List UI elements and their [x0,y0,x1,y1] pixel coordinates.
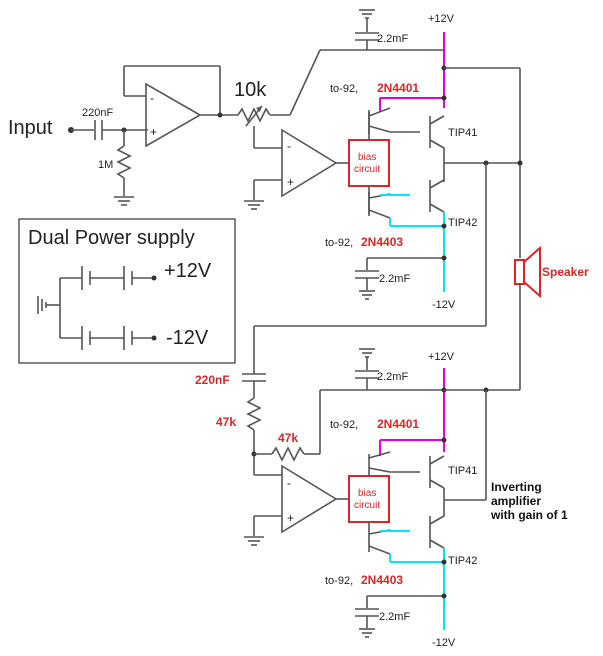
supply-plus12: +12V [164,260,212,282]
bias-circuit-top [348,139,390,187]
supply-minus12: -12V [166,327,209,349]
to92-label: to-92, [330,83,358,95]
plus12-bot: +12V [428,351,455,363]
power-supply-title: Dual Power supply [28,227,195,249]
npn-2n4401-label: 2N4401 [377,81,419,95]
tip41-label: TIP41 [448,465,477,477]
tip41-label: TIP41 [448,127,477,139]
bias-label: circuit [354,164,380,175]
bias-label: bias [358,488,376,499]
input-label: Input [8,117,53,139]
plus12-top: +12V [428,13,455,25]
speaker-label: Speaker [542,265,589,279]
cap-220nf-label: 220nF [195,373,230,387]
opamp-plus: + [287,511,294,525]
resistor-1m-label: 1M [98,159,113,171]
bias-label: bias [358,152,376,163]
opamp-minus: - [150,91,154,105]
minus12-top: -12V [432,299,456,311]
pnp-2n4403-label: 2N4403 [361,235,403,249]
input-cap-label: 220nF [82,107,113,119]
to92-label: to-92, [330,419,358,431]
pot-10k-label: 10k [234,79,267,101]
potentiometer-10k [237,107,271,123]
to92-label: to-92, [325,575,353,587]
bottom-power-stage: 220nF 47k 47k 2.2mF +12V - + [195,348,568,649]
dual-power-supply: Dual Power supply +12V -12V [18,218,236,364]
input-stage: Input 220nF 1M - + 10k [8,49,444,206]
speaker-symbol: Speaker [253,163,589,390]
cap-2-2mf-top-a: 2.2mF [377,33,408,45]
resistor-47k-input [246,397,262,431]
opamp-minus: - [287,139,291,153]
opamp-plus: + [287,175,294,189]
tip42-label: TIP42 [448,217,477,229]
resistor-1m [116,145,132,179]
npn-2n4401-label: 2N4401 [377,417,419,431]
cap-2-2mf-bot-a: 2.2mF [377,371,408,383]
note-line-2: amplifier [491,494,541,508]
power-supply-box [18,218,236,364]
resistor-47k-label: 47k [278,431,298,445]
resistor-47k-label: 47k [216,415,236,429]
opamp-minus: - [287,476,291,490]
opamp-driver-bottom [281,464,338,534]
top-power-stage: 2.2mF +12V - + bias circuit to- [244,9,523,311]
cap-2-2mf-top-b: 2.2mF [379,273,410,285]
bias-circuit-bottom [348,475,390,523]
to92-label: to-92, [325,237,353,249]
opamp-buffer [145,82,202,148]
note-line-1: Inverting [491,480,542,494]
minus12-bottom: -12V [432,637,456,649]
opamp-driver-top [281,128,338,198]
speaker-icon [514,259,525,285]
opamp-plus: + [150,125,157,139]
resistor-47k-feedback [271,446,305,462]
pnp-2n4403-label: 2N4403 [361,573,403,587]
tip42-label: TIP42 [448,555,477,567]
cap-2-2mf-bot-b: 2.2mF [379,611,410,623]
note-line-3: with gain of 1 [490,508,568,522]
bias-label: circuit [354,500,380,511]
